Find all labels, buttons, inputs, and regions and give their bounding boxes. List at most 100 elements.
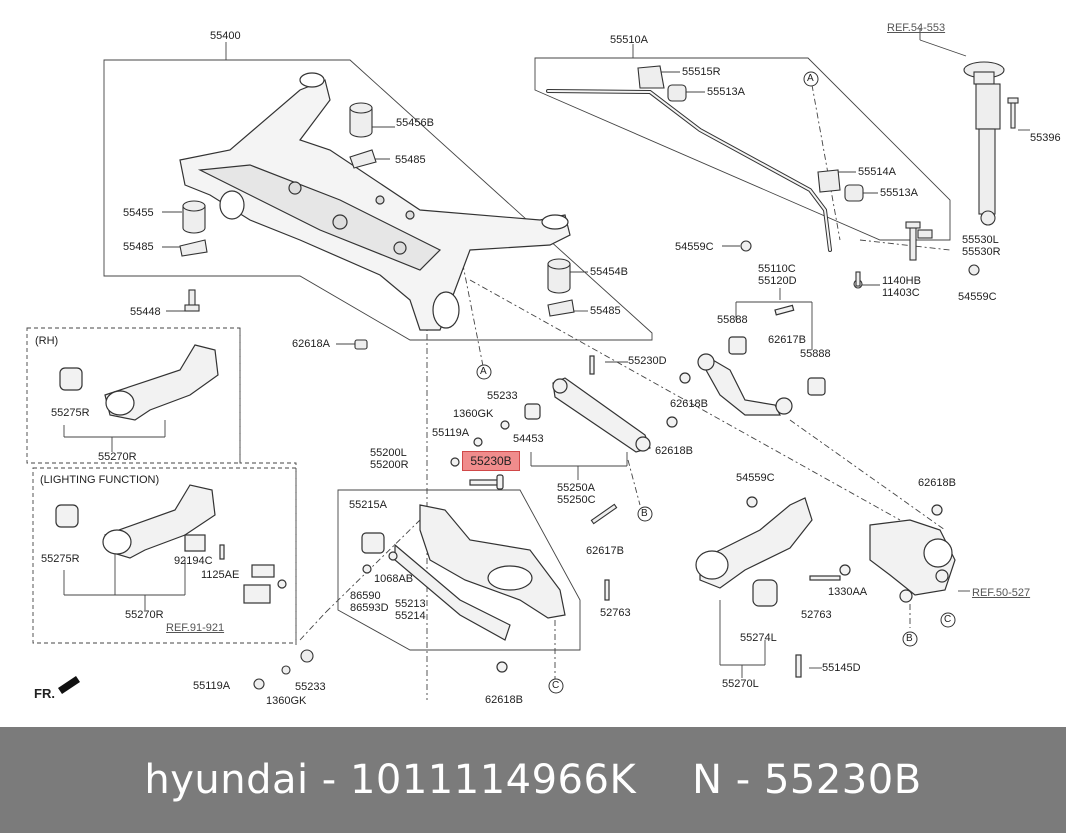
- label-92194c: 92194C: [174, 555, 213, 567]
- label-54559c-bottom: 54559C: [736, 472, 775, 484]
- bottom-hardware: [253, 503, 618, 690]
- upper-arm: [666, 304, 826, 428]
- label-55250c: 55250C: [557, 494, 596, 506]
- label-1360gk-bottom: 1360GK: [266, 695, 307, 707]
- circle-label-b-mid: B: [641, 508, 648, 519]
- stabilizer-bar: [546, 89, 832, 252]
- label-1360gk-top: 1360GK: [453, 408, 494, 420]
- label-55275r-top: 55275R: [51, 407, 90, 419]
- label-55233-bottom: 55233: [295, 681, 326, 693]
- label-86593d: 86593D: [350, 602, 389, 614]
- label-55213: 55213: [395, 598, 426, 610]
- stabilizer-group-outline: [534, 57, 951, 241]
- label-11403c: 11403C: [882, 287, 920, 299]
- label-62618b-c: 62618B: [485, 694, 523, 706]
- lh-trailing-arm: [695, 496, 956, 678]
- circle-label-a-top: A: [480, 366, 487, 377]
- circle-label-c-bottom: C: [552, 680, 560, 691]
- label-55120d: 55120D: [758, 275, 797, 287]
- label-54453: 54453: [513, 433, 544, 445]
- circle-a-top: [476, 364, 492, 380]
- rh-box-tail: [239, 328, 297, 645]
- label-62618b-a: 62618B: [670, 398, 708, 410]
- label-62618b-b: 62618B: [655, 445, 693, 457]
- lighting-box-outline: [32, 467, 297, 644]
- label-55274l: 55274L: [740, 632, 777, 644]
- label-62618a: 62618A: [292, 338, 330, 350]
- label-lighting-function: (LIGHTING FUNCTION): [40, 474, 160, 486]
- label-1330aa: 1330AA: [828, 586, 868, 598]
- label-55888-right: 55888: [800, 348, 831, 360]
- footer-number-part: N - 55230B: [692, 757, 922, 803]
- label-55145d: 55145D: [822, 662, 861, 674]
- label-55200l: 55200L: [370, 447, 407, 459]
- trailing-link: [450, 355, 651, 490]
- rh-box-outline: [26, 327, 241, 464]
- label-55250a: 55250A: [557, 482, 595, 494]
- label-52763-mid: 52763: [600, 607, 631, 619]
- label-55448: 55448: [130, 306, 161, 318]
- footer-banner: hyundai - 1011114966K N - 55230B: [0, 727, 1066, 833]
- lower-arm-group-outline: [337, 489, 581, 651]
- label-55456b: 55456B: [396, 117, 434, 129]
- circle-label-c-right: C: [944, 614, 952, 625]
- label-55214: 55214: [395, 610, 426, 622]
- label-55270r-top: 55270R: [98, 451, 137, 463]
- label-55215a: 55215A: [349, 499, 387, 511]
- circle-a-right: [803, 71, 819, 87]
- label-55530l: 55530L: [962, 234, 999, 246]
- label-ref-91-921: REF.91-921: [166, 622, 225, 634]
- crossmember-shape: [179, 72, 571, 331]
- label-ref-50-527: REF.50-527: [972, 587, 1031, 599]
- circle-label-b-right: B: [906, 633, 913, 644]
- label-55230d: 55230D: [628, 355, 667, 367]
- circle-b-right: [902, 631, 918, 647]
- label-55275r-bottom: 55275R: [41, 553, 80, 565]
- stabilizer-parts: [637, 65, 980, 289]
- label-55485-top: 55485: [395, 154, 426, 166]
- label-55110c: 55110C: [758, 263, 796, 275]
- label-86590: 86590: [350, 590, 381, 602]
- label-55119a-bottom: 55119A: [193, 680, 231, 692]
- stabilizer-bar-inner: [547, 90, 831, 251]
- circle-b-mid: [637, 506, 653, 522]
- label-62617b-bottom: 62617B: [586, 545, 624, 557]
- circle-label-a-right: A: [807, 73, 814, 84]
- label-55513a-bottom: 55513A: [880, 187, 918, 199]
- label-rh: (RH): [35, 335, 59, 347]
- label-55485-right: 55485: [590, 305, 621, 317]
- label-55270l: 55270L: [722, 678, 759, 690]
- fr-arrow-icon: [58, 676, 80, 694]
- diagram-drawing: [26, 28, 1030, 700]
- label-54559c-right: 54559C: [958, 291, 997, 303]
- circle-c-right: [940, 612, 956, 628]
- label-62618b-d: 62618B: [918, 477, 956, 489]
- crossmember-group-outline: [103, 59, 653, 341]
- label-55530r: 55530R: [962, 246, 1001, 258]
- label-55454b: 55454B: [590, 266, 628, 278]
- label-55888-left: 55888: [717, 314, 748, 326]
- label-fr: FR.: [34, 686, 55, 701]
- rh-trailing-arm: [55, 344, 287, 604]
- label-1125ae: 1125AE: [201, 569, 240, 581]
- lower-arm: [361, 504, 610, 673]
- parts-diagram: 55400 55456B 55485 55455 55485 55454B 55…: [26, 22, 1061, 707]
- label-55400: 55400: [210, 30, 241, 42]
- label-52763-right: 52763: [801, 609, 832, 621]
- label-55514a: 55514A: [858, 166, 896, 178]
- footer-brand-part: hyundai - 1011114966K: [144, 757, 637, 803]
- label-55515r: 55515R: [682, 66, 721, 78]
- label-55510a: 55510A: [610, 34, 648, 46]
- shock-absorber: [963, 61, 1019, 226]
- label-1068ab: 1068AB: [374, 573, 414, 585]
- label-55396: 55396: [1030, 132, 1061, 144]
- label-1140hb: 1140HB: [882, 275, 921, 287]
- label-55513a-top: 55513A: [707, 86, 745, 98]
- highlighted-part-55230b[interactable]: 55230B: [462, 451, 520, 471]
- label-55270r-bottom: 55270R: [125, 609, 164, 621]
- label-55485-left: 55485: [123, 241, 154, 253]
- label-62617b-top: 62617B: [768, 334, 806, 346]
- bushings: [179, 102, 575, 350]
- circle-c-bottom: [548, 678, 564, 694]
- label-55200r: 55200R: [370, 459, 409, 471]
